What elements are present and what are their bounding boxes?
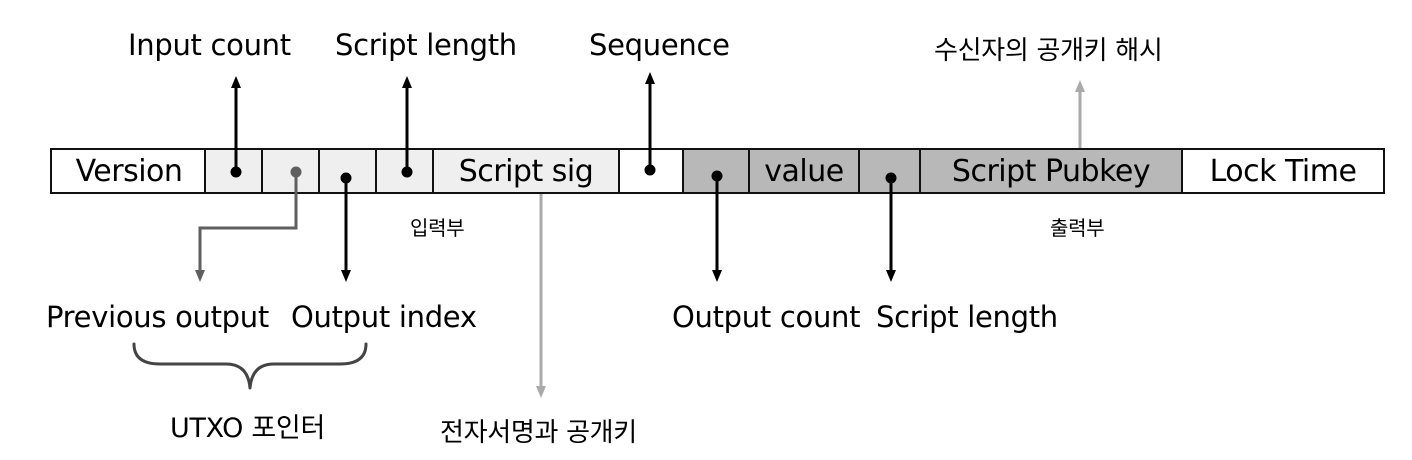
dot-script-length-input [401,166,413,178]
utxo-brace [132,342,368,390]
label-output-index: Output index [291,300,477,334]
field-script-pubkey: Script Pubkey [919,148,1183,194]
field-lock-time: Lock Time [1181,148,1385,194]
label-signature-pubkey: 전자서명과 공개키 [440,418,637,448]
label-output-section: 출력부 [1050,216,1105,240]
dot-previous-output [290,166,302,178]
label-input-section: 입력부 [410,216,465,240]
dot-input-count [230,166,242,178]
label-script-length-bottom: Script length [876,300,1058,334]
dot-output-count [711,170,723,182]
dot-output-index [340,172,352,184]
dot-sequence [644,164,656,176]
field-value: value [748,148,860,194]
label-pubkey-hash: 수신자의 공개키 해시 [934,36,1163,66]
field-version: Version [50,148,208,194]
field-script-sig: Script sig [432,148,620,194]
label-utxo-pointer: UTXO 포인터 [170,413,325,444]
label-sequence: Sequence [589,28,730,62]
label-output-count: Output count [672,300,861,334]
label-script-length-top: Script length [335,28,517,62]
field-previous-output [261,148,320,194]
dot-script-length-output [885,172,897,184]
arrow-previous-output [195,172,298,282]
label-input-count: Input count [128,28,291,62]
label-previous-output: Previous output [46,300,269,334]
